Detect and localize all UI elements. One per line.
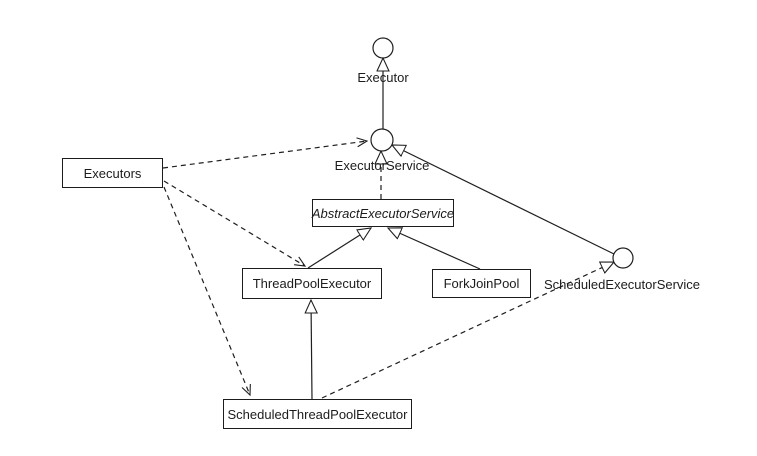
class-box-abstractexecutorservice[interactable]: AbstractExecutorService [312, 199, 454, 227]
edge-executors-to-scheduledthreadpoolexecutor [163, 186, 251, 397]
edge-scheduledexecutorservice-to-executorservice [392, 145, 615, 255]
class-box-threadpoolexecutor[interactable]: ThreadPoolExecutor [242, 268, 382, 299]
interface-label-executor: Executor [357, 70, 409, 85]
class-box-forkjoinpool[interactable]: ForkJoinPool [432, 269, 531, 298]
interface-circle-scheduledexecutorservice[interactable] [612, 247, 634, 269]
edge-threadpoolexecutor-to-abstractexecutorservice [307, 228, 371, 269]
interface-circle-executor[interactable] [372, 37, 394, 59]
class-label-forkjoinpool: ForkJoinPool [443, 276, 520, 291]
class-label-threadpoolexecutor: ThreadPoolExecutor [252, 276, 372, 291]
interface-label-scheduledexecutorservice: ScheduledExecutorService [543, 277, 701, 292]
class-label-executors: Executors [83, 165, 142, 181]
edge-forkjoinpool-to-abstractexecutorservice [388, 228, 481, 270]
class-label-abstractexecutorservice: AbstractExecutorService [311, 205, 455, 221]
interface-circle-executorservice[interactable] [370, 128, 394, 152]
class-box-scheduledthreadpoolexecutor[interactable]: ScheduledThreadPoolExecutor [223, 399, 412, 429]
interface-label-executorservice: ExecutorService [334, 158, 430, 173]
class-box-executors[interactable]: Executors [62, 158, 163, 188]
edge-executors-to-executorservice [162, 137, 369, 169]
edge-executors-to-threadpoolexecutor [163, 180, 307, 267]
class-label-scheduledthreadpoolexecutor: ScheduledThreadPoolExecutor [227, 406, 408, 422]
edge-scheduledthreadpoolexecutor-to-threadpoolexecutor [311, 300, 312, 400]
